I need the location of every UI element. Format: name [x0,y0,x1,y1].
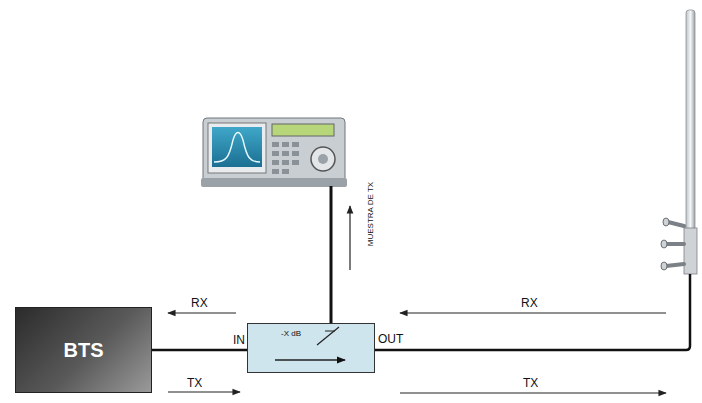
antenna [661,10,697,274]
signal-label: TX [523,377,538,389]
signal-label: MUESTRA DE TX [367,182,375,246]
bts-box: BTS [15,307,152,393]
signal-label: RX [521,297,538,309]
spectrum-analyzer [201,118,347,187]
rx-arrow [400,312,666,313]
coupler-symbol [247,323,375,373]
signal-arrow [349,206,350,270]
coax-cable [152,349,247,352]
node-text: -X dB [281,329,301,338]
port-label: OUT [378,333,403,345]
directional-coupler: -X dB [247,323,375,373]
tx-arrow [168,391,240,392]
signal-label: RX [191,297,208,309]
antenna-cable [375,274,690,350]
rx-arrow [168,312,236,313]
tx-arrow [400,392,666,393]
signal-label: TX [187,377,202,389]
sample-cable [330,186,333,323]
port-label: IN [233,334,245,346]
node-text: BTS [64,339,104,362]
